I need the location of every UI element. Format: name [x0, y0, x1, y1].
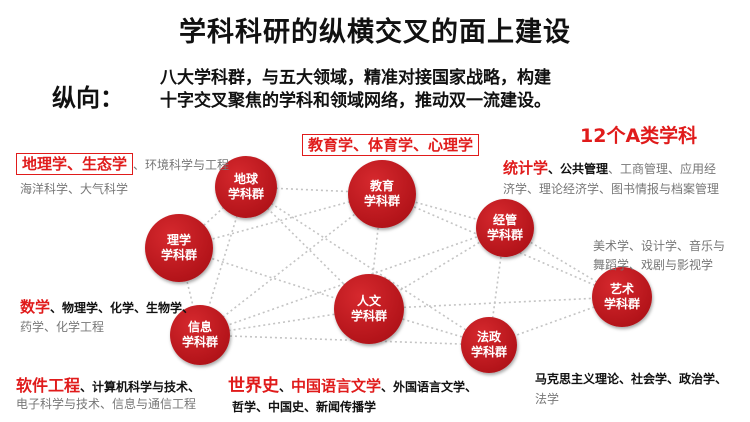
hum-red-2: 中国语言文学: [291, 377, 382, 395]
node-yishu-name: 艺术: [609, 282, 634, 296]
node-jiaoyu: 教育学科群: [348, 160, 416, 228]
category-count: 12个A类学科: [580, 125, 698, 147]
econ-disciplines-line1: 统计学、公共管理、工商管理、应用经: [503, 157, 716, 178]
art-disciplines-line1: 美术学、设计学、音乐与: [593, 239, 726, 253]
edu-disciplines: 教育学、体育学、心理学: [302, 134, 480, 156]
hum-red-1: 世界史: [228, 376, 279, 396]
node-jiaoyu-name: 教育: [369, 179, 394, 193]
page-title: 学科科研的纵横交叉的面上建设: [179, 17, 571, 48]
geo-disciplines-line2: 海洋科学、大气科学: [20, 182, 129, 196]
node-lixue-suffix: 学科群: [160, 248, 197, 262]
sci-red: 数学: [20, 298, 51, 316]
description: 八大学科群，与五大领域，精准对接国家战略，构建 十字交叉聚焦的学科和领域网络，推…: [160, 67, 551, 113]
link-diqiu-renwen: [245, 186, 370, 310]
sci-disciplines-line2: 药学、化学工程: [20, 320, 105, 334]
law-disciplines-line2: 法学: [535, 392, 560, 406]
node-lixue: 理学学科群: [145, 214, 213, 282]
sci-blk: 、物理学、化学、生物学、: [50, 301, 195, 315]
info-disciplines-line1: 软件工程、计算机科学与技术、: [16, 372, 200, 396]
link-xinxi-fazheng: [199, 334, 490, 346]
node-jingguan: 经管学科群: [476, 199, 534, 257]
node-renwen-name: 人文: [356, 294, 381, 308]
edu-highlight-box: 教育学、体育学、心理学: [302, 134, 480, 156]
art-disciplines-line2: 舞蹈学、戏剧与影视学: [593, 258, 714, 272]
econ-disciplines-line2: 济学、理论经济学、图书情报与档案管理: [503, 182, 720, 196]
node-fazheng: 法政学科群: [461, 317, 517, 373]
info-red: 软件工程: [16, 376, 81, 395]
econ-blk: 、公共管理: [548, 162, 609, 176]
vertical-label: 纵向：: [52, 84, 124, 112]
sci-disciplines-line1: 数学、物理学、化学、生物学、: [20, 296, 194, 317]
node-fazheng-name: 法政: [476, 330, 501, 344]
node-diqiu: 地球学科群: [215, 156, 277, 218]
info-disciplines-line2: 电子科学与技术、信息与通信工程: [16, 397, 197, 411]
description-line-2: 十字交叉聚焦的学科和领域网络，推动双一流建设。: [160, 91, 551, 111]
node-jingguan-suffix: 学科群: [486, 228, 523, 242]
econ-gry: 、工商管理、应用经: [608, 162, 717, 176]
geo-rest: 、环境科学与工程: [133, 158, 230, 172]
node-jiaoyu-suffix: 学科群: [363, 194, 400, 208]
hum-blk: 、外国语言文学、: [381, 380, 478, 394]
description-line-1: 八大学科群，与五大领域，精准对接国家战略，构建: [160, 68, 551, 88]
node-fazheng-suffix: 学科群: [470, 345, 507, 359]
node-jingguan-name: 经管: [492, 213, 517, 227]
hum-disciplines-line2: 哲学、中国史、新闻传播学: [232, 400, 377, 414]
link-jiaoyu-xinxi: [199, 192, 383, 336]
node-lixue-name: 理学: [166, 233, 191, 247]
node-diqiu-name: 地球: [233, 172, 258, 186]
node-renwen: 人文学科群: [334, 274, 404, 344]
node-xinxi-suffix: 学科群: [181, 335, 218, 349]
info-blk: 、计算机科学与技术、: [80, 380, 201, 394]
node-diqiu-suffix: 学科群: [227, 187, 264, 201]
link-fazheng-yishu: [488, 296, 623, 346]
link-diqiu-fazheng: [245, 186, 490, 346]
node-xinxi-name: 信息: [187, 320, 212, 334]
node-renwen-suffix: 学科群: [350, 309, 387, 323]
link-renwen-yishu: [368, 296, 623, 310]
node-xinxi: 信息学科群: [170, 305, 230, 365]
node-yishu-suffix: 学科群: [603, 297, 640, 311]
law-disciplines-line1: 马克思主义理论、社会学、政治学、: [535, 372, 728, 386]
geo-highlight-box: 地理学、生态学: [16, 153, 134, 175]
econ-red: 统计学: [503, 159, 549, 177]
hum-sep: 、: [279, 380, 292, 394]
link-renwen-xinxi: [199, 308, 370, 336]
node-yishu: 艺术学科群: [592, 267, 652, 327]
geo-disciplines-line1: 地理学、生态学、环境科学与工程: [16, 153, 230, 175]
hum-disciplines-line1: 世界史、中国语言文学、外国语言文学、: [228, 371, 477, 396]
